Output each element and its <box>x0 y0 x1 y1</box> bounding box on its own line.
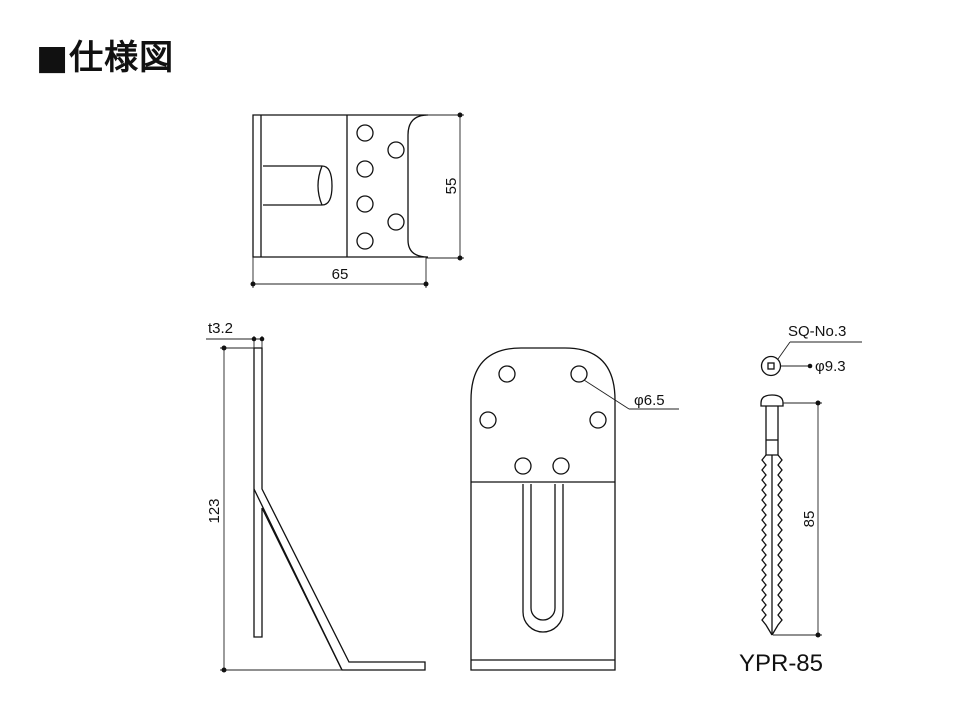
front-view: φ6.5 <box>470 347 679 671</box>
front-view-hole <box>498 365 516 383</box>
screw-model-label: YPR-85 <box>739 650 823 677</box>
front-view-hole <box>552 457 570 475</box>
top-view-slot-end <box>317 165 323 206</box>
drive-leader-line <box>777 341 791 360</box>
top-view-hole <box>387 141 405 159</box>
hole-leader-line <box>583 379 630 410</box>
side-view: t3.2 123 <box>206 320 426 673</box>
dimension-dot <box>259 336 265 342</box>
front-view-hole <box>479 411 497 429</box>
top-view-height-label: 55 <box>443 178 460 195</box>
screw-thread <box>761 454 783 636</box>
top-view-slot <box>263 165 333 206</box>
dimension-dot <box>250 281 256 287</box>
front-view-hole <box>514 457 532 475</box>
top-view-hole <box>356 232 374 250</box>
dimension-dot <box>457 112 463 118</box>
front-view-hole <box>589 411 607 429</box>
side-view-profile <box>253 347 426 671</box>
side-view-height-label: 123 <box>206 498 223 523</box>
dimension-dot <box>815 400 821 406</box>
screw-drive-label: SQ-No.3 <box>788 323 846 340</box>
screw-head <box>760 394 784 407</box>
front-view-slot-inner <box>530 484 556 621</box>
front-view-hole <box>570 365 588 383</box>
screw-head-circle <box>760 355 782 377</box>
dimension-dot <box>423 281 429 287</box>
screw-head-diameter-label: φ9.3 <box>815 358 846 375</box>
side-view-brace-line <box>253 488 343 671</box>
dimension-dot <box>457 255 463 261</box>
dimension-dot <box>807 363 813 369</box>
screw: SQ-No.3 φ9.3 85 YPR-85 <box>739 323 862 677</box>
side-view-thickness-label: t3.2 <box>208 320 233 337</box>
page-title: ■仕様図 <box>36 38 175 78</box>
front-view-hole-label: φ6.5 <box>634 392 665 409</box>
dimension-dot <box>815 632 821 638</box>
top-view-hole <box>387 213 405 231</box>
top-view-hole <box>356 160 374 178</box>
top-view-hole <box>356 195 374 213</box>
front-view-slot <box>522 484 564 633</box>
top-view-hole <box>356 124 374 142</box>
front-view-outline <box>470 347 616 671</box>
screw-length-label: 85 <box>801 511 818 528</box>
top-view: 65 55 <box>250 112 464 288</box>
square-drive-icon <box>767 362 775 370</box>
top-view-width-label: 65 <box>332 266 349 283</box>
dimension-dot <box>221 667 227 673</box>
dimension-dot <box>251 336 257 342</box>
top-view-outline <box>252 114 429 258</box>
screw-shank <box>765 406 779 456</box>
dimension-dot <box>221 345 227 351</box>
